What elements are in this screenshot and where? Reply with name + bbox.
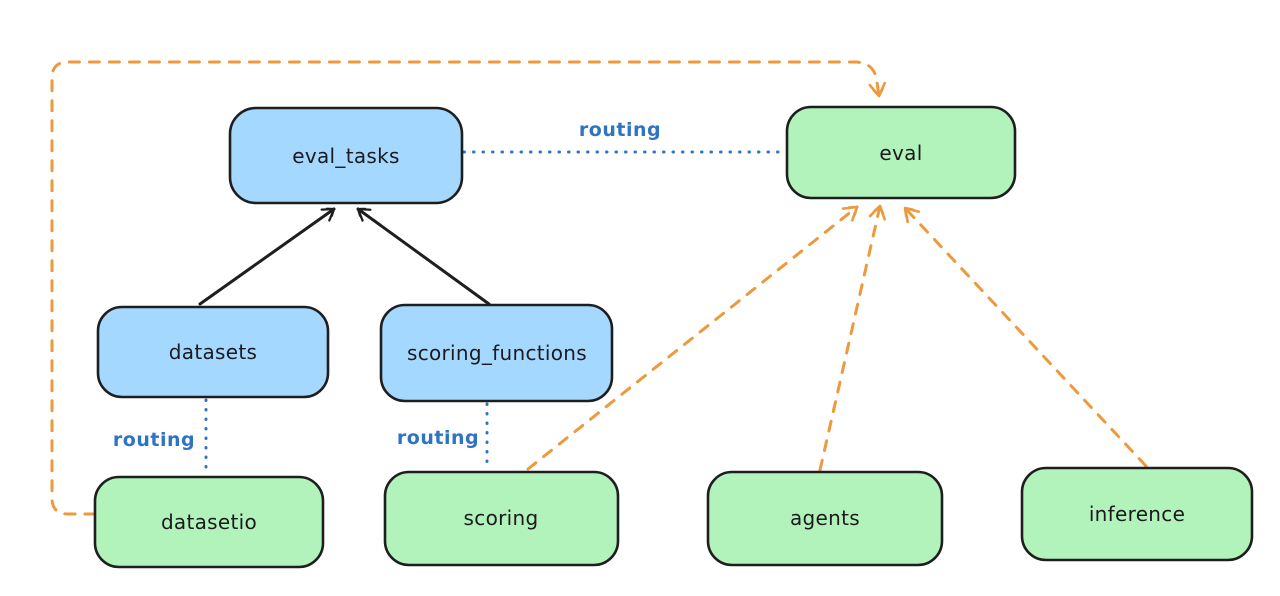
node-scoring: scoring — [383, 470, 620, 567]
node-inference-box — [1020, 466, 1254, 562]
node-eval-tasks-box — [228, 106, 464, 205]
node-scoring-functions: scoring_functions — [379, 303, 614, 403]
edge-scoring-functions-to-eval-tasks — [356, 207, 491, 306]
edge-agents-to-eval — [818, 204, 886, 472]
routing-label-scoring-functions-scoring: routing — [397, 427, 479, 449]
routing-label-datasets-datasetio: routing — [113, 429, 195, 451]
edge-datasets-to-eval-tasks — [198, 207, 336, 306]
edge-datasetio-to-eval — [50, 60, 887, 516]
node-scoring-functions-label: scoring_functions — [407, 341, 587, 365]
node-agents-label: agents — [790, 506, 860, 530]
edge-inference-to-eval — [903, 206, 1148, 468]
node-datasetio-box — [93, 475, 325, 569]
node-datasets-box — [96, 305, 330, 399]
node-datasetio-label: datasetio — [161, 510, 257, 534]
node-scoring-functions-box — [379, 303, 614, 403]
edge-scoring-to-eval — [526, 205, 859, 471]
node-agents-box — [706, 470, 944, 567]
node-inference-label: inference — [1089, 502, 1185, 526]
node-eval-label: eval — [879, 141, 922, 165]
node-scoring-label: scoring — [464, 506, 539, 530]
node-datasets: datasets — [96, 305, 330, 399]
node-eval-tasks-label: eval_tasks — [292, 144, 399, 168]
node-datasetio: datasetio — [93, 475, 325, 569]
node-agents: agents — [706, 470, 944, 567]
routing-label-eval-tasks-eval: routing — [579, 119, 661, 141]
node-eval: eval — [785, 105, 1017, 200]
node-inference: inference — [1020, 466, 1254, 562]
node-eval-tasks: eval_tasks — [228, 106, 464, 205]
node-eval-box — [785, 105, 1017, 200]
node-datasets-label: datasets — [169, 340, 257, 364]
node-scoring-box — [383, 470, 620, 567]
